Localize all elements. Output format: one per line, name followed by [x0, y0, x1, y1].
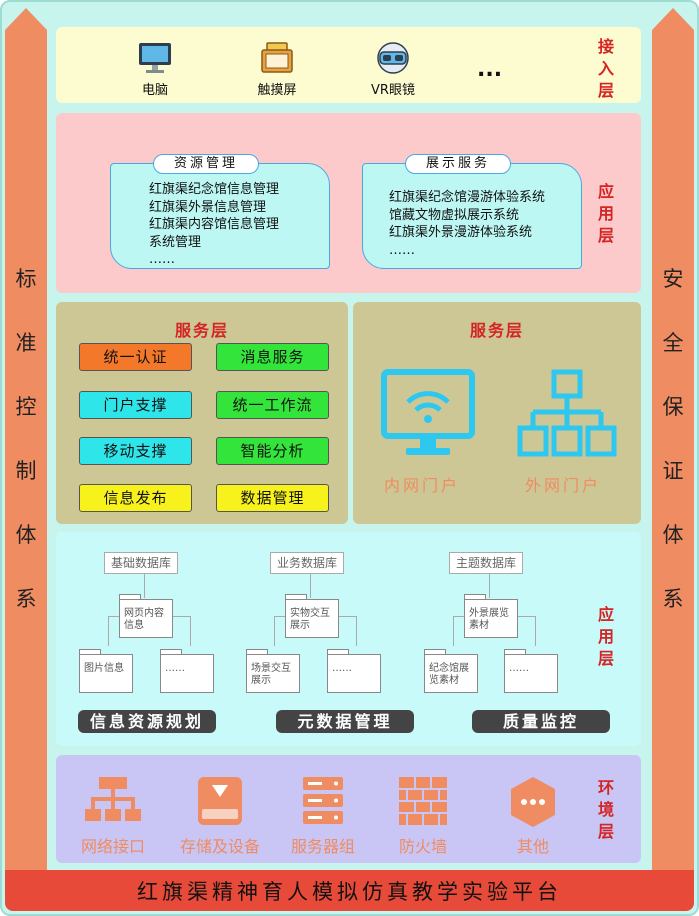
storage-drive-icon [198, 777, 242, 825]
card-title: 展示服务 [405, 154, 512, 174]
mobile-support-box: 移动支撑 [79, 437, 192, 465]
card-item: …… [149, 252, 175, 267]
side-char: 体 [15, 522, 37, 547]
database-label: 基础数据库 [104, 552, 179, 574]
service-layer-right: 服务层 内网门户 外网门户 [353, 302, 641, 524]
folder-icon: …… [327, 649, 381, 693]
computer-icon [139, 43, 171, 73]
layer-label: 环境层 [597, 778, 614, 841]
data-management-box: 数据管理 [216, 484, 329, 512]
platform-title: 红旗渠精神育人模拟仿真教学实验平台 [137, 879, 562, 904]
side-char: 系 [15, 586, 37, 611]
folder-icon: 网页内容信息 [119, 594, 173, 638]
side-char: 准 [15, 330, 37, 355]
card-item: 红旗渠纪念馆信息管理 [149, 182, 280, 197]
platform-title-bar: 红旗渠精神育人模拟仿真教学实验平台 [5, 870, 694, 911]
info-resource-planning-label: 信息资源规划 [78, 710, 216, 733]
database-label: 业务数据库 [270, 552, 345, 574]
extranet-portal-label: 外网门户 [525, 476, 602, 495]
side-char: 体 [662, 522, 684, 547]
device-computer: 电脑 [120, 41, 190, 98]
env-label: 存储及设备 [179, 837, 260, 856]
firewall-item: 防火墙 [378, 777, 468, 857]
side-char: 控 [15, 394, 37, 419]
firewall-icon [399, 777, 447, 825]
vr-glasses-icon [377, 42, 409, 74]
quality-monitoring-label: 质量监控 [472, 710, 610, 733]
service-layer-title: 服务层 [174, 321, 229, 340]
other-item: 其他 [488, 777, 578, 857]
server-group-item: 服务器组 [278, 777, 368, 857]
database-label: 主题数据库 [449, 552, 524, 574]
info-publish-box: 信息发布 [79, 484, 192, 512]
device-label: VR眼镜 [371, 83, 415, 98]
env-label: 防火墙 [398, 837, 447, 856]
metadata-management-label: 元数据管理 [276, 710, 414, 733]
portal-support-box: 门户支撑 [79, 391, 192, 419]
env-label: 其他 [516, 837, 549, 856]
more-devices: ... [477, 57, 503, 82]
card-item: 红旗渠内容馆信息管理 [149, 217, 280, 232]
folder-icon: 图片信息 [79, 649, 133, 693]
display-service-card: 展示服务 红旗渠纪念馆漫游体验系统 馆藏文物虚拟展示系统 红旗渠外景漫游体验系统… [362, 154, 582, 269]
side-char: 证 [662, 458, 684, 483]
side-char: 标 [15, 266, 37, 291]
resource-management-card: 资源管理 红旗渠纪念馆信息管理 红旗渠外景信息管理 红旗渠内容馆信息管理 系统管… [110, 154, 330, 269]
side-char: 保 [662, 394, 684, 419]
folder-icon: 场景交互展示 [246, 649, 300, 693]
layer-label: 接入层 [597, 37, 614, 100]
access-layer: 电脑 触摸屏 VR眼镜 ... 接入层 [56, 27, 641, 103]
device-label: 触摸屏 [257, 83, 297, 98]
intranet-portal-label: 内网门户 [384, 476, 461, 495]
card-title: 资源管理 [153, 154, 260, 174]
card-item: 系统管理 [149, 234, 202, 250]
environment-layer: 网络接口 存储及设备 服务器组 [56, 755, 641, 863]
device-touchscreen: 触摸屏 [242, 41, 312, 98]
folder-icon: 外景展览素材 [464, 594, 518, 638]
touchscreen-icon [261, 42, 293, 73]
card-item: 红旗渠外景信息管理 [149, 199, 267, 215]
server-rack-icon [303, 777, 343, 824]
env-label: 网络接口 [80, 837, 145, 856]
env-label: 服务器组 [290, 837, 355, 856]
device-label: 电脑 [141, 83, 168, 98]
message-service-box: 消息服务 [216, 343, 329, 371]
network-interface-icon [85, 777, 141, 821]
card-item: 红旗渠纪念馆漫游体验系统 [389, 190, 546, 205]
folder-icon: …… [160, 649, 214, 693]
storage-item: 存储及设备 [175, 777, 265, 857]
side-char: 安 [662, 266, 684, 291]
standard-control-system-column: 标 准 控 制 体 系 [5, 8, 47, 870]
extranet-network-icon [517, 369, 617, 457]
folder-icon: …… [504, 649, 558, 693]
side-char: 全 [662, 330, 684, 355]
service-layer-title: 服务层 [469, 321, 524, 340]
card-item: 红旗渠外景漫游体验系统 [389, 225, 533, 240]
device-vr: VR眼镜 [358, 41, 428, 98]
intranet-monitor-icon [381, 369, 475, 455]
card-item: 馆藏文物虚拟展示系统 [389, 207, 520, 223]
side-char: 系 [662, 586, 684, 611]
folder-icon: 纪念馆展览素材 [424, 649, 478, 693]
security-guarantee-system-column: 安 全 保 证 体 系 [652, 8, 694, 870]
application-layer-data: 基础数据库 网页内容信息 图片信息 …… 信息资源规划 业务数据库 实物交互展示… [56, 532, 641, 746]
smart-analysis-box: 智能分析 [216, 437, 329, 465]
layer-label: 应用层 [597, 605, 614, 668]
more-hexagon-icon [511, 777, 555, 827]
layer-label: 应用层 [597, 182, 614, 245]
service-layer-left: 服务层 统一认证 消息服务 门户支撑 统一工作流 移动支撑 智能分析 信息发布 … [56, 302, 348, 524]
card-item: …… [389, 242, 415, 258]
unified-workflow-box: 统一工作流 [216, 391, 329, 419]
unified-auth-box: 统一认证 [79, 343, 192, 371]
side-char: 制 [15, 458, 37, 483]
network-interface-item: 网络接口 [68, 777, 158, 857]
application-layer-top: 资源管理 红旗渠纪念馆信息管理 红旗渠外景信息管理 红旗渠内容馆信息管理 系统管… [56, 113, 641, 293]
folder-icon: 实物交互展示 [285, 594, 339, 638]
